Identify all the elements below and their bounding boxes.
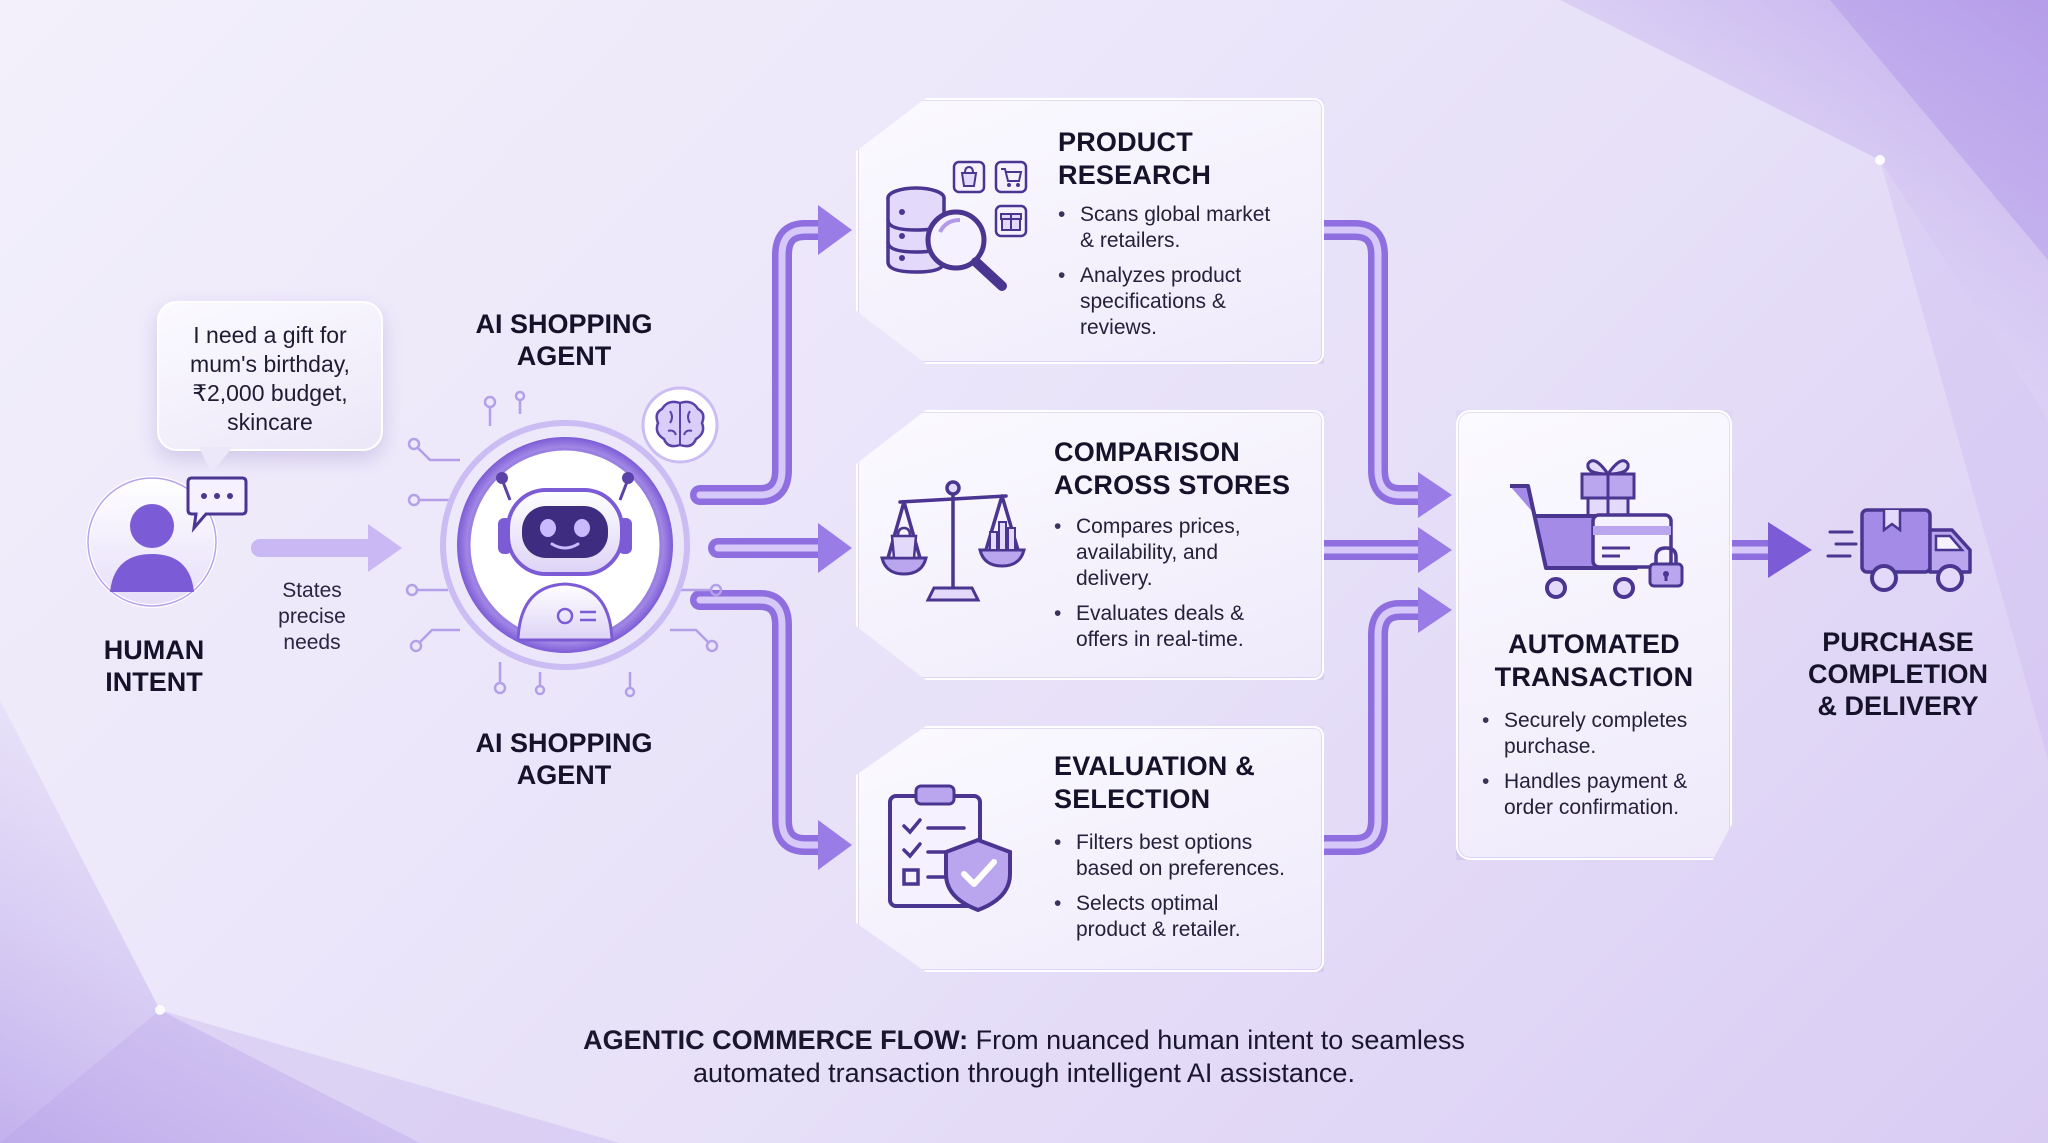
arrowhead-trans-1 (1418, 472, 1452, 518)
gift-icon (994, 204, 1028, 238)
arrowhead-research (818, 205, 852, 255)
shield-check-icon (944, 837, 1012, 913)
credit-card-icon (1591, 513, 1673, 569)
caption-bold: AGENTIC COMMERCE FLOW: (583, 1025, 969, 1055)
delivery-label: PURCHASE COMPLETION & DELIVERY (1808, 627, 1988, 721)
scale-icon (880, 480, 1026, 602)
research-bullets: Scans global market & retailers. Analyze… (1058, 202, 1308, 350)
robot-icon (405, 390, 723, 698)
arrow-evaluate-to-transaction (1310, 600, 1430, 855)
speech-tail (199, 447, 233, 473)
caption-line2: automated transaction through intelligen… (693, 1058, 1355, 1088)
user-icon (86, 476, 218, 608)
transaction-bullet-2: Handles payment & order confirmation. (1482, 769, 1722, 821)
evaluate-title: EVALUATION & SELECTION (1054, 751, 1255, 814)
caption-line1: From nuanced human intent to seamless (975, 1025, 1465, 1055)
database-search-icon (886, 186, 1007, 291)
shopping-bag-icon (952, 160, 986, 194)
comparison-card: COMPARISON ACROSS STORES Compares prices… (856, 410, 1324, 680)
research-title: PRODUCT RESEARCH (1058, 127, 1212, 190)
chat-bubble-icon (186, 476, 248, 533)
states-precise-needs: States precise needs (278, 579, 346, 654)
arrowhead-trans-2 (1418, 527, 1452, 573)
lock-icon (1648, 546, 1684, 588)
arrowhead-human (368, 524, 402, 572)
cart-icon (994, 160, 1028, 194)
evaluate-bullet-2: Selects optimal product & retailer. (1054, 891, 1316, 943)
clipboard-check-icon (888, 784, 1012, 913)
human-intent-label: HUMAN INTENT (103, 635, 205, 697)
evaluate-bullets: Filters best options based on preference… (1054, 830, 1316, 952)
research-bullet-2: Analyzes product specifications & review… (1058, 263, 1308, 341)
speech-text: I need a gift for mum's birthday, ₹2,000… (190, 322, 350, 435)
evaluate-bullet-1: Filters best options based on preference… (1054, 830, 1316, 882)
arrowhead-trans-3 (1418, 587, 1452, 633)
agent-label-bottom: AI SHOPPING AGENT (475, 728, 653, 790)
speech-bubble: I need a gift for mum's birthday, ₹2,000… (157, 301, 383, 473)
arrowhead-delivery (1768, 522, 1812, 578)
compare-title: COMPARISON ACROSS STORES (1054, 437, 1291, 500)
research-bullet-1: Scans global market & retailers. (1058, 202, 1308, 254)
product-research-card: PRODUCT RESEARCH Scans global market & r… (856, 98, 1324, 364)
delivery-truck-icon (1826, 508, 1972, 592)
arrow-research-to-transaction (1310, 220, 1430, 505)
compare-bullets: Compares prices, availability, and deliv… (1054, 514, 1310, 662)
evaluation-card: EVALUATION & SELECTION Filters best opti… (856, 726, 1324, 972)
agent-label-top: AI SHOPPING AGENT (475, 309, 653, 371)
arrowhead-evaluate (818, 820, 852, 870)
shopping-cart-gift-icon (1510, 459, 1654, 599)
flow-caption: AGENTIC COMMERCE FLOW: From nuanced huma… (424, 1024, 1624, 1090)
transaction-bullet-1: Securely completes purchase. (1482, 708, 1722, 760)
brain-icon (641, 386, 719, 464)
compare-bullet-1: Compares prices, availability, and deliv… (1054, 514, 1310, 592)
transaction-title: AUTOMATED TRANSACTION (1494, 629, 1694, 692)
arrowhead-compare (818, 523, 852, 573)
compare-bullet-2: Evaluates deals & offers in real-time. (1054, 601, 1310, 653)
transaction-bullets: Securely completes purchase. Handles pay… (1482, 708, 1722, 830)
